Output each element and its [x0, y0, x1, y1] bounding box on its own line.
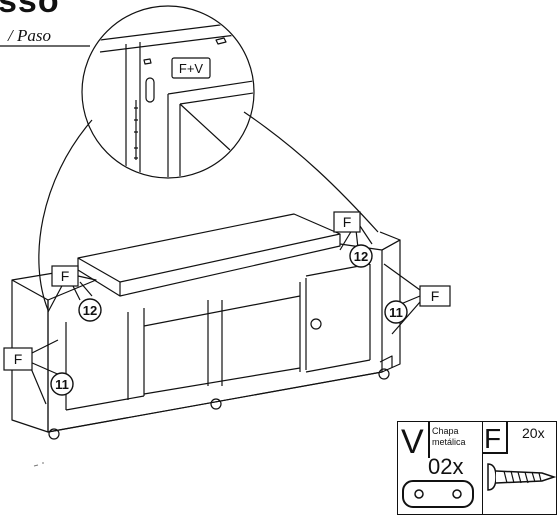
- part-11-right: 11: [384, 300, 408, 324]
- callout-f-right-top: F: [333, 211, 361, 233]
- svg-text:F: F: [61, 268, 70, 284]
- callout-f-left-top: F: [51, 265, 79, 287]
- hardware-v-name-line2: metálica: [432, 437, 466, 447]
- svg-text:11: 11: [55, 377, 69, 392]
- callout-f-right: F: [419, 285, 451, 307]
- hardware-cell-v: V Chapa metálica 02x: [398, 422, 483, 514]
- part-12-left: 12: [78, 298, 102, 322]
- svg-text:F: F: [343, 214, 352, 230]
- tv-cabinet: [11, 213, 401, 440]
- svg-text:12: 12: [354, 249, 368, 264]
- hardware-v-code: V: [401, 423, 424, 461]
- detail-magnifier: [81, 5, 255, 179]
- hardware-f-code: F: [484, 423, 502, 454]
- callout-f-left: F: [3, 347, 33, 371]
- svg-text:F: F: [431, 288, 440, 304]
- detail-leader-left: [38, 119, 93, 311]
- hardware-table: V Chapa metálica 02x F 20x: [397, 421, 557, 515]
- part-11-left: 11: [50, 372, 74, 396]
- hardware-f-qty: 20x: [522, 425, 545, 441]
- step-title: sso: [0, 0, 60, 20]
- svg-text:F: F: [14, 351, 23, 367]
- detail-leader-right: [243, 111, 379, 233]
- screw-icon: [487, 463, 556, 491]
- svg-text:12: 12: [83, 303, 97, 318]
- stray-mark: [33, 462, 44, 467]
- hardware-v-qty: 02x: [428, 454, 464, 479]
- part-12-right: 12: [349, 244, 373, 268]
- step-subtitle: / Paso: [8, 26, 51, 45]
- metal-plate-icon: [402, 480, 474, 508]
- detail-fv-label: F+V: [179, 61, 204, 76]
- hardware-v-name-line1: Chapa: [432, 426, 459, 436]
- svg-text:11: 11: [389, 305, 403, 320]
